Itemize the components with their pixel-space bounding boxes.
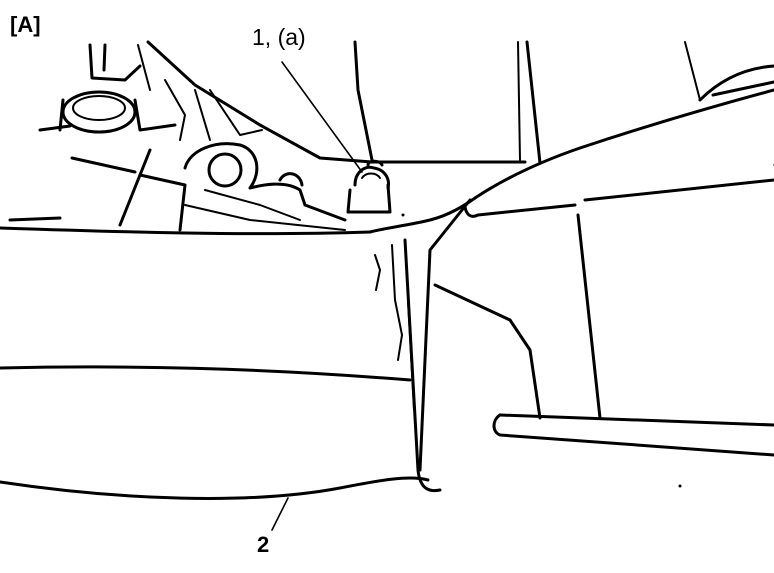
mount-bracket — [118, 142, 347, 232]
rear-frame — [146, 40, 774, 165]
transmission-housing — [418, 88, 774, 488]
drain-plug — [346, 159, 405, 217]
callout-2-leader — [271, 497, 289, 531]
callout-1-leader — [281, 61, 363, 173]
callout-2-label: 2 — [257, 532, 270, 557]
engine-block-upper-left — [8, 43, 263, 222]
oil-pan — [0, 196, 477, 500]
callout-1-label: 1, (a) — [252, 24, 306, 50]
figure-tag: [A] — [10, 12, 41, 37]
